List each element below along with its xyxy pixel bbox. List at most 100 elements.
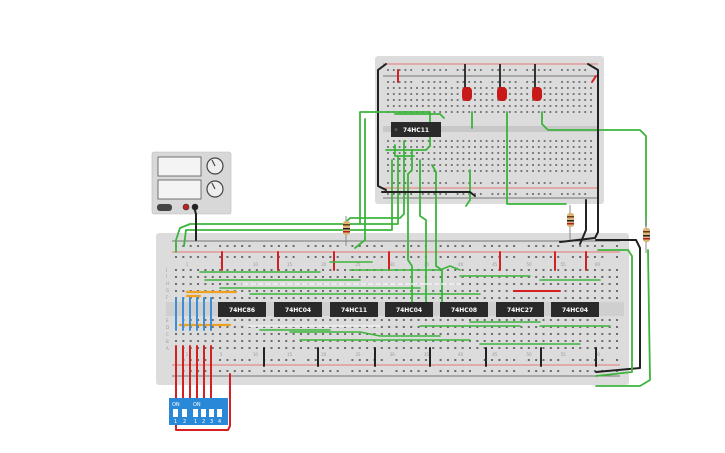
- led-3[interactable]: [532, 64, 542, 101]
- column-number-bottom: 35: [424, 352, 430, 357]
- resistor-1[interactable]: [343, 216, 350, 246]
- wire-black[interactable]: [193, 206, 197, 215]
- led-2[interactable]: [497, 64, 507, 101]
- chip-main-1[interactable]: 74HC86: [218, 302, 266, 317]
- dip-toggle-4[interactable]: [217, 409, 222, 417]
- column-number-bottom: 20: [321, 352, 327, 357]
- chip-label: 74HC27: [507, 307, 533, 314]
- dip-switch-2pos[interactable]: ON 1 2: [169, 398, 191, 425]
- dip-on-label: ON: [193, 402, 201, 408]
- row-letter: A: [166, 346, 169, 351]
- wire-green[interactable]: [394, 113, 445, 119]
- leds[interactable]: [462, 64, 542, 101]
- psu-power-switch[interactable]: [157, 204, 172, 211]
- wire-black[interactable]: [381, 191, 476, 197]
- wire-green[interactable]: [345, 140, 405, 223]
- wire-red[interactable]: [591, 75, 597, 83]
- dip-num-2: 2: [183, 419, 186, 425]
- chip-label: 74HC11: [403, 127, 429, 134]
- psu-current-display: [157, 179, 202, 200]
- row-letter: F: [166, 295, 169, 300]
- dip-switches[interactable]: ON 1 2 ON 1 2 3 4: [169, 398, 228, 425]
- column-number-bottom: 55: [561, 352, 567, 357]
- dip-toggle-1[interactable]: [193, 409, 198, 417]
- row-letter: B: [166, 339, 169, 344]
- column-number-top: 40: [458, 262, 464, 267]
- wire-green[interactable]: [394, 144, 415, 157]
- row-letter: E: [166, 318, 169, 323]
- row-letter: D: [166, 325, 169, 330]
- column-number-bottom: 1: [186, 352, 189, 357]
- row-letter: H: [166, 281, 169, 286]
- wire-green[interactable]: [419, 159, 427, 303]
- wire-green[interactable]: [183, 159, 393, 247]
- dip-num-1: 1: [194, 419, 197, 425]
- chip-main-6[interactable]: 74HC27: [496, 302, 544, 317]
- dip-toggle-2[interactable]: [182, 409, 187, 417]
- wires[interactable]: [175, 63, 651, 431]
- dip-num-2: 2: [202, 419, 205, 425]
- psu-voltage-display: [157, 156, 202, 177]
- column-number-bottom: 60: [595, 352, 601, 357]
- wire-green[interactable]: [506, 111, 567, 205]
- chip-main-3[interactable]: 74HC11: [330, 302, 378, 317]
- dip-on-label: ON: [172, 402, 180, 408]
- row-letter: J: [165, 267, 167, 272]
- column-number-bottom: 30: [390, 352, 396, 357]
- dip-toggle-1[interactable]: [173, 409, 178, 417]
- chip-main-2[interactable]: 74HC04: [274, 302, 322, 317]
- wire-red[interactable]: [175, 373, 231, 431]
- dip-switch-4pos[interactable]: ON 1 2 3 4: [190, 398, 228, 425]
- column-number-bottom: 15: [287, 352, 293, 357]
- dip-num-3: 3: [210, 419, 213, 425]
- wire-green[interactable]: [595, 249, 651, 387]
- chip-main-5[interactable]: 74HC08: [440, 302, 488, 317]
- psu-positive-terminal[interactable]: [182, 203, 190, 211]
- wire-black[interactable]: [579, 199, 587, 245]
- ic-chips[interactable]: 74HC11 74HC86 74HC04 74HC11 74HC04 74H: [218, 122, 599, 317]
- dip-num-4: 4: [218, 419, 221, 425]
- column-number-top: 45: [492, 262, 498, 267]
- chip-main-7[interactable]: 74HC04: [551, 302, 599, 317]
- chip-main-4[interactable]: 74HC04: [385, 302, 433, 317]
- column-number-top: 1: [186, 262, 189, 267]
- wire-green[interactable]: [541, 111, 647, 227]
- wire-green[interactable]: [595, 249, 633, 377]
- wire-green[interactable]: [407, 149, 413, 303]
- column-number-top: 20: [321, 262, 327, 267]
- chip-label: 74HC04: [562, 307, 588, 314]
- wire-green[interactable]: [465, 169, 471, 207]
- wire-green[interactable]: [289, 331, 441, 337]
- column-number-top: 60: [595, 262, 601, 267]
- chip-label: 74HC11: [341, 307, 367, 314]
- dip-num-1: 1: [174, 419, 177, 425]
- led-1[interactable]: [462, 64, 472, 101]
- power-supply[interactable]: [151, 151, 232, 215]
- dip-toggle-3[interactable]: [209, 409, 214, 417]
- chip-upper-74hc11[interactable]: 74HC11: [391, 122, 441, 137]
- column-number-top: 50: [526, 262, 532, 267]
- column-number-top: 10: [253, 262, 259, 267]
- wire-green[interactable]: [354, 118, 366, 249]
- wire-green[interactable]: [175, 155, 399, 253]
- resistor-3[interactable]: [643, 218, 650, 253]
- row-letter: G: [166, 288, 169, 293]
- wire-black[interactable]: [377, 63, 387, 191]
- resistor-2[interactable]: [567, 205, 574, 240]
- dip-toggle-2[interactable]: [201, 409, 206, 417]
- wire-black[interactable]: [595, 239, 641, 373]
- chip-label: 74HC04: [285, 307, 311, 314]
- wire-green[interactable]: [431, 164, 443, 303]
- wire-black[interactable]: [559, 63, 599, 243]
- column-number-top: 55: [561, 262, 567, 267]
- row-letter: C: [166, 332, 169, 337]
- resistors[interactable]: [343, 205, 650, 253]
- column-number-top: 25: [355, 262, 361, 267]
- column-number-bottom: 40: [458, 352, 464, 357]
- column-number-top: 30: [390, 262, 396, 267]
- wire-green[interactable]: [349, 265, 461, 271]
- chip-label: 74HC86: [229, 307, 255, 314]
- column-number-bottom: 50: [526, 352, 532, 357]
